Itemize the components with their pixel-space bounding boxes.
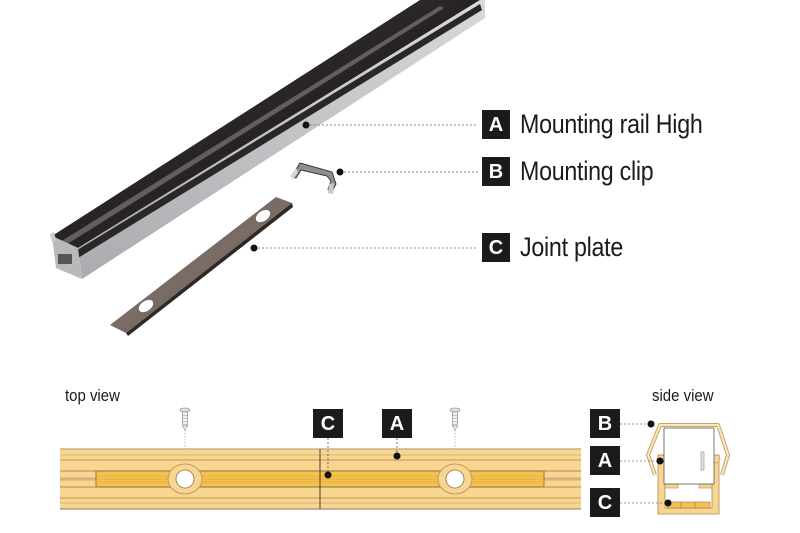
side-view-diagram xyxy=(580,400,800,533)
top-view-diagram xyxy=(0,395,600,533)
callout-badge-c: C xyxy=(482,233,510,262)
side-view-marker-a: A xyxy=(590,446,620,475)
callout-badge-a: A xyxy=(482,110,510,139)
top-view-marker-c: C xyxy=(313,409,343,438)
screw-icon xyxy=(179,407,191,449)
side-view-marker-c: C xyxy=(590,488,620,517)
callout-label-mounting-clip: Mounting clip xyxy=(520,156,654,186)
top-view-label: top view xyxy=(65,386,120,405)
top-view-marker-a: A xyxy=(382,409,412,438)
screw-icon xyxy=(449,407,461,449)
rail-parts-graphic xyxy=(50,0,485,336)
side-view-graphic xyxy=(620,420,730,515)
mounting-hole xyxy=(167,463,203,495)
mounting-clip-image xyxy=(290,162,337,194)
mounting-rail-image xyxy=(50,0,485,279)
mounting-hole xyxy=(437,463,473,495)
side-view-marker-b: B xyxy=(590,409,620,438)
callout-label-mounting-rail: Mounting rail High xyxy=(520,109,703,139)
callout-leaders xyxy=(250,121,478,252)
callout-label-joint-plate: Joint plate xyxy=(520,232,624,262)
joint-plate-image xyxy=(110,197,293,336)
side-view-label: side view xyxy=(652,386,714,405)
exploded-parts-illustration xyxy=(50,0,485,336)
callout-badge-b: B xyxy=(482,157,510,186)
top-view-graphic xyxy=(60,407,581,510)
